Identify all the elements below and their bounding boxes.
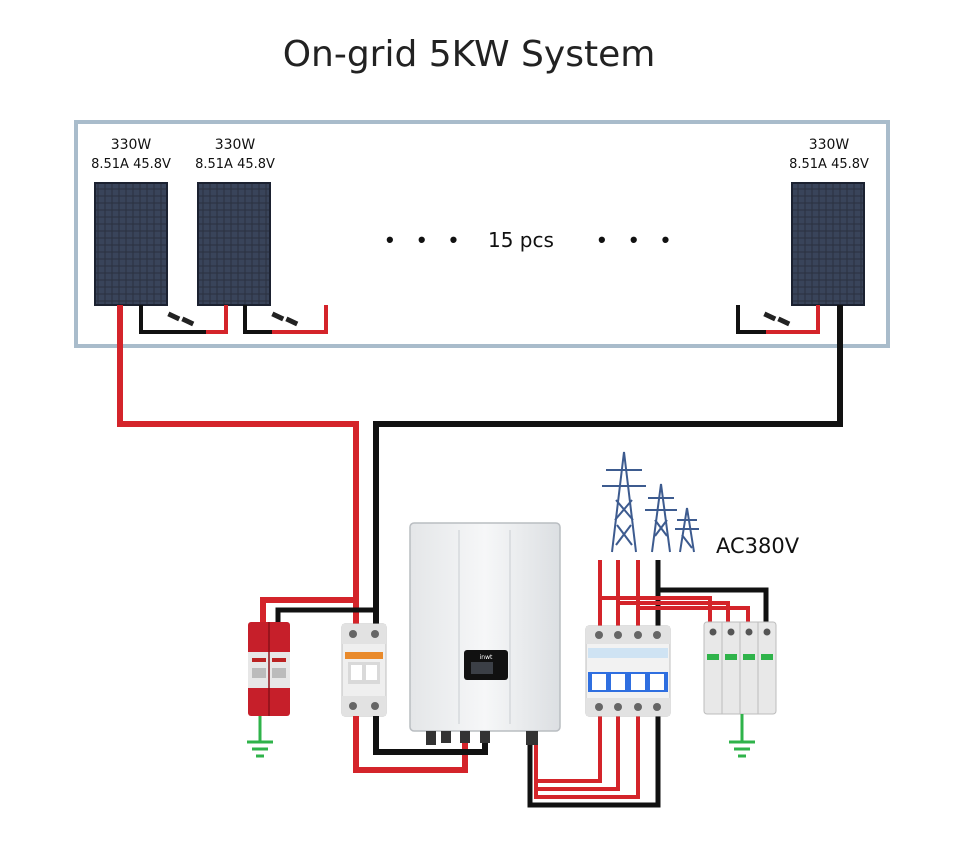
grid-voltage-label: AC380V xyxy=(716,534,800,558)
ac-surge-protector xyxy=(703,621,777,715)
solar-panel-3 xyxy=(791,182,865,306)
dc-surge-protector xyxy=(248,622,290,716)
panel-3-spec: 8.51A 45.8V xyxy=(789,157,869,172)
dc-negative-wire xyxy=(373,305,843,628)
pv-array-frame xyxy=(74,120,890,348)
inverter-brand-text: inwt xyxy=(480,654,493,661)
inverter: inwt xyxy=(409,522,561,745)
ground-icon xyxy=(729,740,755,758)
dc-negative-to-inverter xyxy=(373,716,488,755)
panel-count: 15 pcs xyxy=(488,228,554,252)
panel-2-spec: 8.51A 45.8V xyxy=(195,157,275,172)
solar-panel-2 xyxy=(197,182,271,306)
panel-jumper-2 xyxy=(243,305,328,334)
panel-2-power: 330W xyxy=(214,137,256,153)
panel-jumper-1 xyxy=(139,305,228,334)
power-tower-icon xyxy=(645,483,677,553)
dc-positive-wire xyxy=(117,305,359,628)
ellipsis-right: • • • xyxy=(598,227,679,252)
solar-panel-1 xyxy=(94,182,168,306)
panel-2-label: 330W 8.51A 45.8V xyxy=(192,136,278,174)
ellipsis-left: • • • xyxy=(386,227,467,252)
panel-connector-3 xyxy=(763,311,791,327)
panel-1-label: 330W 8.51A 45.8V xyxy=(88,136,174,174)
panel-jumper-3 xyxy=(736,305,820,334)
power-tower-icon xyxy=(602,451,646,553)
page-title: On-grid 5KW System xyxy=(282,34,656,75)
grid-wires xyxy=(598,560,769,628)
panel-connector-2 xyxy=(271,311,299,327)
ac-breaker xyxy=(585,625,671,717)
panel-1-spec: 8.51A 45.8V xyxy=(91,157,171,172)
panel-1-power: 330W xyxy=(110,137,152,153)
ground-icon xyxy=(247,740,273,758)
panel-3-label: 330W 8.51A 45.8V xyxy=(786,136,872,174)
panel-3-power: 330W xyxy=(808,137,850,153)
ac-output-wires xyxy=(527,712,661,808)
power-tower-icon xyxy=(675,507,699,553)
dc-breaker xyxy=(341,623,387,717)
panel-connector-1 xyxy=(167,311,195,327)
